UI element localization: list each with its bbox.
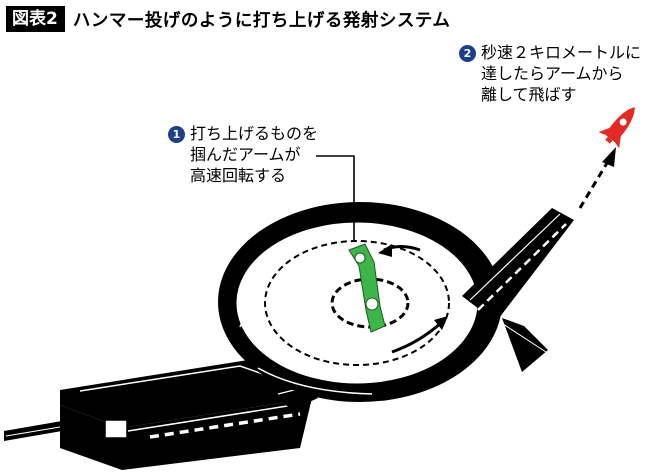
launch-tube: [462, 208, 574, 372]
power-unit-box: [4, 360, 312, 470]
callout-2-line-1: 2 秒速２キロメートルに: [459, 42, 641, 63]
rocket-icon: [598, 107, 635, 149]
callout-2-line-2: 達したらアームから: [481, 64, 624, 83]
figure-number-tag: 図表2: [6, 6, 65, 32]
callout-1: 1 打ち上げるものを 掴んだアームが 高速回転する: [168, 123, 318, 186]
callout-1-line-2: 掴んだアームが: [190, 145, 301, 164]
callout-1-line-3: 高速回転する: [190, 166, 287, 185]
callout-1-line-1: 1 打ち上げるものを: [168, 123, 318, 144]
callout-1-text-1: 打ち上げるものを: [190, 124, 319, 143]
callout-2-text-1: 秒速２キロメートルに: [481, 43, 642, 62]
figure-header: 図表2 ハンマー投げのように打ち上げる発射システム: [6, 5, 450, 33]
callout-2-line-3: 離して飛ばす: [481, 85, 577, 104]
vacuum-chamber: [218, 202, 502, 402]
callout-1-leader: [316, 155, 355, 240]
step-2-badge: 2: [459, 45, 476, 62]
step-1-badge: 1: [168, 126, 185, 143]
callout-2: 2 秒速２キロメートルに 達したらアームから 離して飛ばす: [459, 42, 641, 105]
figure-title: ハンマー投げのように打ち上げる発射システム: [72, 10, 451, 31]
trajectory-arrow: [578, 147, 616, 209]
spinning-arm: [348, 243, 386, 333]
